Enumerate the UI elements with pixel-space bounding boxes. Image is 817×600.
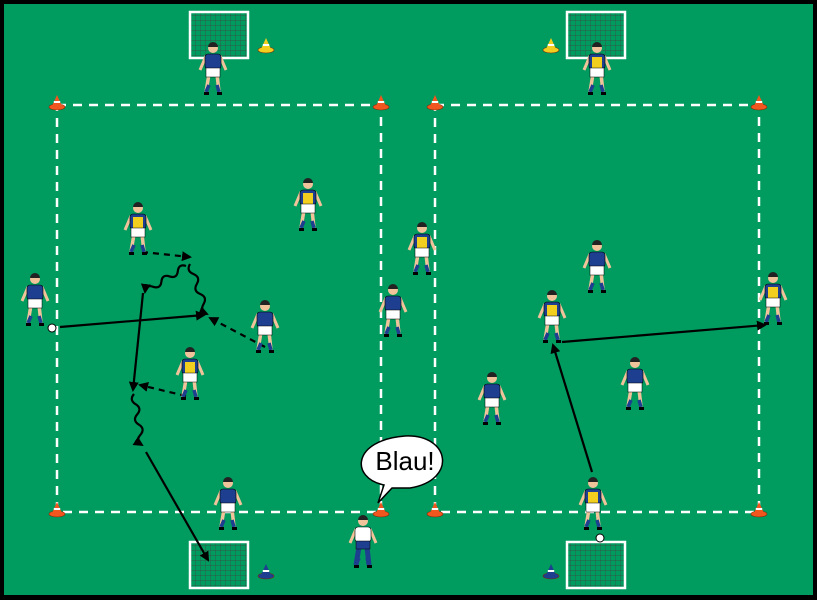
hair [185, 347, 195, 352]
goals [188, 10, 627, 590]
coach [348, 515, 378, 568]
player-yellow-bib [578, 477, 608, 543]
cone [372, 502, 390, 518]
hair [223, 477, 233, 482]
speech-bubble-text: Blau! [375, 446, 434, 476]
player-blue [250, 300, 280, 353]
bib [592, 57, 602, 69]
player-yellow-bib [123, 202, 153, 255]
pass-arrow [550, 343, 594, 473]
goal-frame [188, 540, 250, 590]
goal [565, 540, 627, 590]
hair [630, 357, 640, 362]
bib [417, 237, 427, 249]
cone [750, 95, 768, 111]
pass-arrow [59, 310, 206, 329]
hair [133, 202, 143, 207]
pass-arrow [561, 320, 767, 344]
cone [257, 38, 275, 54]
player-blue [582, 240, 612, 293]
players [20, 42, 788, 568]
player-blue [198, 42, 228, 95]
cone [372, 95, 390, 111]
cone [542, 38, 560, 54]
hair [592, 42, 602, 47]
hair [487, 372, 497, 377]
goal-net [567, 542, 625, 588]
hair [588, 477, 598, 482]
bib [303, 193, 313, 205]
cone [257, 564, 275, 580]
player-blue [620, 357, 650, 410]
goal [188, 10, 250, 60]
right-zone-boundary [433, 103, 761, 514]
hair [208, 42, 218, 47]
hair [547, 290, 557, 295]
player-blue [477, 372, 507, 425]
training-zones [55, 103, 761, 514]
goal-net [190, 542, 248, 588]
dribble-arrow [140, 264, 187, 294]
hair [768, 272, 778, 277]
player-blue [378, 284, 408, 337]
cone [48, 95, 66, 111]
cone [542, 564, 560, 580]
pass-arrow [128, 292, 145, 392]
player-blue [20, 273, 57, 333]
hair [358, 515, 368, 520]
hair [303, 178, 313, 183]
run-arrow [141, 250, 192, 262]
cone [48, 502, 66, 518]
hair [388, 284, 398, 289]
dribble-arrow [187, 263, 209, 316]
run-arrow [138, 381, 187, 398]
cones [48, 38, 768, 580]
pitch-surface [4, 4, 813, 595]
bib [768, 287, 778, 299]
ball-icon [47, 323, 57, 333]
bib [185, 362, 195, 374]
player-yellow-bib [582, 42, 612, 95]
hair [592, 240, 602, 245]
player-yellow-bib [758, 272, 788, 325]
movement-arrows [59, 250, 767, 562]
goal-net [190, 12, 248, 58]
player-yellow-bib [293, 178, 323, 231]
pass-arrow [145, 451, 209, 562]
bib [133, 217, 143, 229]
speech-bubble: Blau! [360, 435, 444, 504]
player-yellow-bib [407, 222, 437, 275]
cone [750, 502, 768, 518]
goal [188, 540, 250, 590]
hair [30, 273, 40, 278]
player-yellow-bib [537, 290, 567, 343]
cone [426, 95, 444, 111]
hair [417, 222, 427, 227]
player-yellow-bib [175, 347, 205, 400]
bib [588, 492, 598, 504]
hair [260, 300, 270, 305]
dribble-arrow [130, 393, 144, 447]
ball-icon [595, 533, 605, 543]
left-zone-boundary [55, 103, 383, 514]
goal-frame [565, 540, 627, 590]
cone [426, 502, 444, 518]
bib [547, 305, 557, 317]
player-blue [213, 477, 243, 530]
